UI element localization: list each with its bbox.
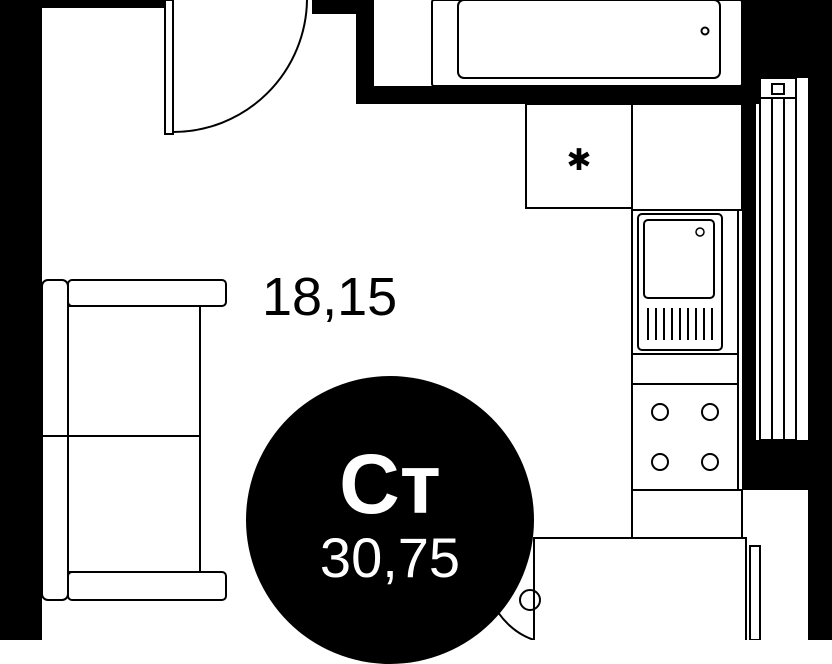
top-wall-left [0, 0, 165, 8]
entry-door [164, 0, 308, 135]
left-wall [0, 0, 42, 640]
bathroom-wall-bottom [356, 86, 742, 104]
window [759, 77, 797, 441]
bathtub [431, 0, 743, 87]
window-frame-top [742, 48, 832, 78]
right-wall-outer [808, 0, 832, 640]
sofa [41, 279, 227, 601]
kitchen-counter [631, 103, 743, 539]
floor-plan: ✱ [0, 0, 832, 640]
room-area-label: 18,15 [262, 267, 398, 327]
sink [637, 213, 723, 351]
apartment-badge: Ст 30,75 [246, 376, 534, 664]
stove [651, 403, 719, 471]
window-frame-bottom [742, 440, 832, 490]
total-area: 30,75 [319, 526, 461, 589]
fridge: ✱ [525, 103, 633, 209]
fridge-icon: ✱ [566, 143, 591, 178]
apartment-type: Ст [339, 437, 441, 531]
window-jamb-left [742, 48, 756, 490]
bathroom-wall-left [356, 0, 374, 104]
